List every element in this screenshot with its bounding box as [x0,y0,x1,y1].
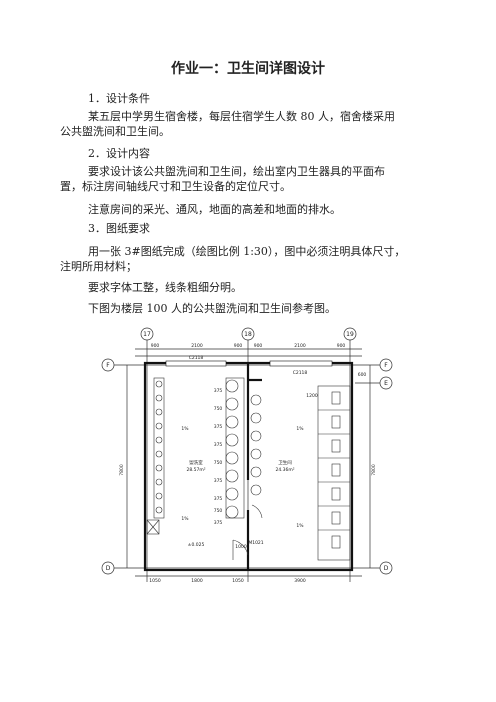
mid-dim-4: 375 [214,442,223,448]
section1-text-1: 某五层中学男生宿舍楼，每层住宿学生人数 80 人，宿舍楼采用 [88,110,395,123]
bottom-dim-1: 1050 [149,578,161,584]
mid-dim-5: 750 [214,460,223,466]
section1-text-2: 公共盥洗间和卫生间。 [60,125,170,138]
mid-dim-8: 750 [214,508,223,514]
mid-dim-9: 375 [214,520,223,526]
room-right-name: 卫生间 [278,459,292,466]
axis-f-left: F [106,362,110,369]
top-dim-6: 900 [337,343,346,349]
bottom-dim-2: 1800 [191,578,203,584]
mid-dim-6: 375 [214,478,223,484]
section3-text-3: 要求字体工整，线条粗细分明。 [88,281,242,294]
axis-18: 18 [244,331,252,338]
bottom-dim-3: 1050 [232,578,244,584]
side-dim-left: 7800 [119,464,125,476]
door-tag: M1021 [248,540,263,546]
floor-level: ±0.025 [188,542,205,548]
axis-d-right: D [384,565,389,572]
axis-f-right: F [384,362,388,369]
mid-dim-3: 375 [214,424,223,430]
section2-text-1: 要求设计该公共盥洗间和卫生间，绘出室内卫生器具的平面布 [88,165,385,178]
axis-e: E [384,380,388,387]
bottom-dim-4: 3900 [294,578,306,584]
top-dim-5: 2100 [294,343,306,349]
mid-dim-1: 375 [214,388,223,394]
slope-2: 1% [181,516,189,522]
room-left-name: 盥洗室 [189,459,203,466]
slope-1: 1% [181,426,189,432]
section3-text-4: 下图为楼层 100 人的公共盥洗间和卫生间参考图。 [88,302,336,315]
dim-1000: 1000 [235,544,247,550]
mid-dim-7: 375 [214,496,223,502]
side-dim-right: 7800 [371,464,377,476]
section3-text-2: 注明所用材料； [60,260,137,273]
section2-text-3: 注意房间的采光、通风，地面的高差和地面的排水。 [88,203,341,216]
axis-19: 19 [346,331,354,338]
top-dim-3: 900 [234,343,243,349]
dim-1200: 1200 [306,393,318,399]
top-dim-2: 2100 [191,343,203,349]
top-dim-1: 900 [151,343,160,349]
mid-dim-2: 750 [214,406,223,412]
section3-text-1: 用一张 3#图纸完成（绘图比例 1:30），图中必须注明具体尺寸， [88,245,406,258]
top-dim-4: 900 [254,343,263,349]
axis-17: 17 [143,331,151,338]
window-left-tag: C2118 [189,355,204,361]
room-left-area: 28.57m² [186,467,205,473]
section2-heading: 2．设计内容 [88,147,150,160]
axis-d-left: D [106,565,111,572]
section2-text-2: 置，标注房间轴线尺寸和卫生设备的定位尺寸。 [60,180,291,193]
slope-3: 1% [296,426,304,432]
window-right-tag: C2118 [293,370,308,376]
page-title: 作业一：卫生间详图设计 [171,61,325,77]
slope-4: 1% [296,523,304,529]
room-right-area: 24.36m² [275,467,294,473]
dim-600: 600 [358,372,367,378]
section3-heading: 3．图纸要求 [88,222,150,235]
section1-heading: 1．设计条件 [88,92,150,105]
